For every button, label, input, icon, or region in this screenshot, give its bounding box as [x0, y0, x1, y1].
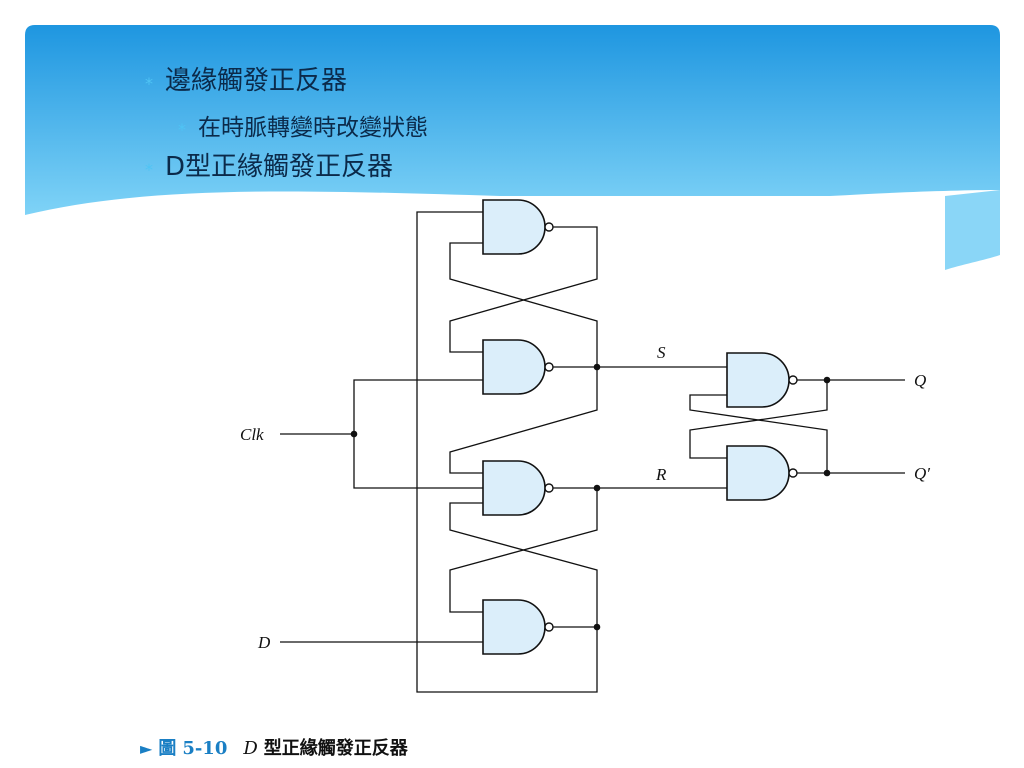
- caption-triangle-icon: ►: [140, 739, 153, 758]
- bullet-marker: *: [145, 74, 153, 93]
- clk-label: Clk: [240, 425, 264, 444]
- r-label: R: [655, 465, 667, 484]
- nand-gate: [726, 445, 798, 501]
- caption-figure-number: 5-10: [182, 738, 228, 759]
- bullet-text: 在時脈轉變時改變狀態: [198, 115, 428, 141]
- nand-gate: [482, 599, 554, 655]
- bullet-list: * 邊緣觸發正反器 * 在時脈轉變時改變狀態 * D型正緣觸發正反器: [0, 0, 1024, 200]
- caption-figure-word: 圖: [158, 738, 177, 759]
- d-label: D: [257, 633, 271, 652]
- figure-caption: ► 圖 5-10 D 型正緣觸發正反器: [140, 734, 408, 760]
- bullet-text: 邊緣觸發正反器: [165, 66, 348, 96]
- nand-gates: [482, 199, 798, 655]
- nand-gate: [482, 199, 554, 255]
- bullet-item: * 邊緣觸發正反器: [145, 60, 347, 97]
- nand-gate: [726, 352, 798, 408]
- caption-text: 型正緣觸發正反器: [263, 738, 408, 759]
- bullet-item: * D型正緣觸發正反器: [145, 146, 393, 183]
- caption-symbol: D: [243, 738, 258, 759]
- header-banner: [25, 25, 1000, 270]
- nand-gate: [482, 460, 554, 516]
- q-bar-label: Q′: [914, 464, 930, 483]
- bullet-subitem: * 在時脈轉變時改變狀態: [178, 108, 428, 142]
- bullet-marker: *: [145, 160, 153, 179]
- q-label: Q: [914, 371, 926, 390]
- junction-dots: [350, 363, 831, 631]
- nand-gate: [482, 339, 554, 395]
- wires: [280, 211, 905, 693]
- bullet-text: D型正緣觸發正反器: [165, 152, 394, 182]
- bullet-marker: *: [178, 120, 186, 139]
- s-label: S: [657, 343, 666, 362]
